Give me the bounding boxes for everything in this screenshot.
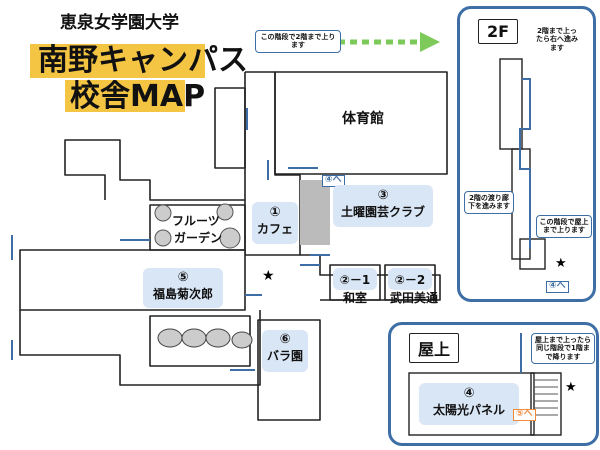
note-roof-return: 屋上まで上ったら同じ階段で1階まで降ります <box>531 333 595 365</box>
lower-building <box>19 310 261 386</box>
club-label: 土曜園芸クラブ <box>340 205 425 219</box>
rose-label: バラ園 <box>266 349 303 363</box>
cafe-label: カフェ <box>256 222 293 236</box>
svg-text:★: ★ <box>565 380 577 395</box>
cafe-number: ① <box>269 205 281 220</box>
map-title: 校舎MAP <box>70 79 206 114</box>
to5-marker: ⑤へ <box>513 409 536 421</box>
takeda-number: ②－2 <box>394 273 426 287</box>
fukushima-tag: ⑤ 福島菊次郎 <box>143 268 223 308</box>
fukushima-label: 福島菊次郎 <box>152 287 213 301</box>
rose-tag: ⑥ バラ園 <box>262 330 308 372</box>
gym-label: 体育館 <box>342 111 384 127</box>
washitsu-number: ②－1 <box>339 273 371 287</box>
takeda-label: 武田美通 <box>390 291 439 305</box>
cafe-tag: ① カフェ <box>252 202 298 244</box>
solar-number: ④ <box>463 386 475 401</box>
campus-name: 南野キャンパス <box>38 43 248 78</box>
rose-building <box>257 319 321 421</box>
roof-title: 屋上 <box>409 333 460 363</box>
to4-2f-marker: ④へ <box>546 281 569 293</box>
floor2-panel: ★ 2F 2階まで上ったら右へ進みます 2階の渡り廊下を進みます この階段で屋上… <box>457 6 596 302</box>
university-name: 恵泉女学園大学 <box>60 13 179 33</box>
fruit-garden-area <box>149 204 246 251</box>
note-stairs-2f: この階段で2階まで上ります <box>255 30 341 53</box>
note-floor2-roof: この階段で屋上まで上ります <box>536 215 592 238</box>
note-floor2-corridor: 2階の渡り廊下を進みます <box>464 191 514 214</box>
solar-tag: ④ 太陽光パネル <box>419 383 519 425</box>
club-number: ③ <box>377 188 389 203</box>
washitsu-label: 和室 <box>343 291 368 305</box>
washitsu-room <box>329 264 381 301</box>
solar-label: 太陽光パネル <box>432 403 505 417</box>
washitsu-tag: ②－1 <box>333 268 377 290</box>
fruit-garden-label-1: フルーツ <box>172 214 220 228</box>
takeda-room <box>384 264 436 301</box>
north-block <box>214 87 246 169</box>
svg-text:★: ★ <box>555 256 567 271</box>
club-tag: ③ 土曜園芸クラブ <box>333 185 433 227</box>
star-marker: ★ <box>262 268 275 284</box>
gym-building <box>274 71 448 175</box>
takeda-tag: ②－2 <box>388 268 432 290</box>
fruit-garden-label-2: ガーデン <box>174 231 223 245</box>
fukushima-number: ⑤ <box>177 270 189 285</box>
floor2-title: 2F <box>478 19 519 44</box>
note-floor2-right: 2階まで上ったら右へ進みます <box>536 27 578 52</box>
roof-panel: ★ 屋上 屋上まで上ったら同じ階段で1階まで降ります ④ 太陽光パネル ⑤へ <box>388 322 599 446</box>
rose-number: ⑥ <box>279 332 291 347</box>
upper-left-building <box>64 71 301 256</box>
